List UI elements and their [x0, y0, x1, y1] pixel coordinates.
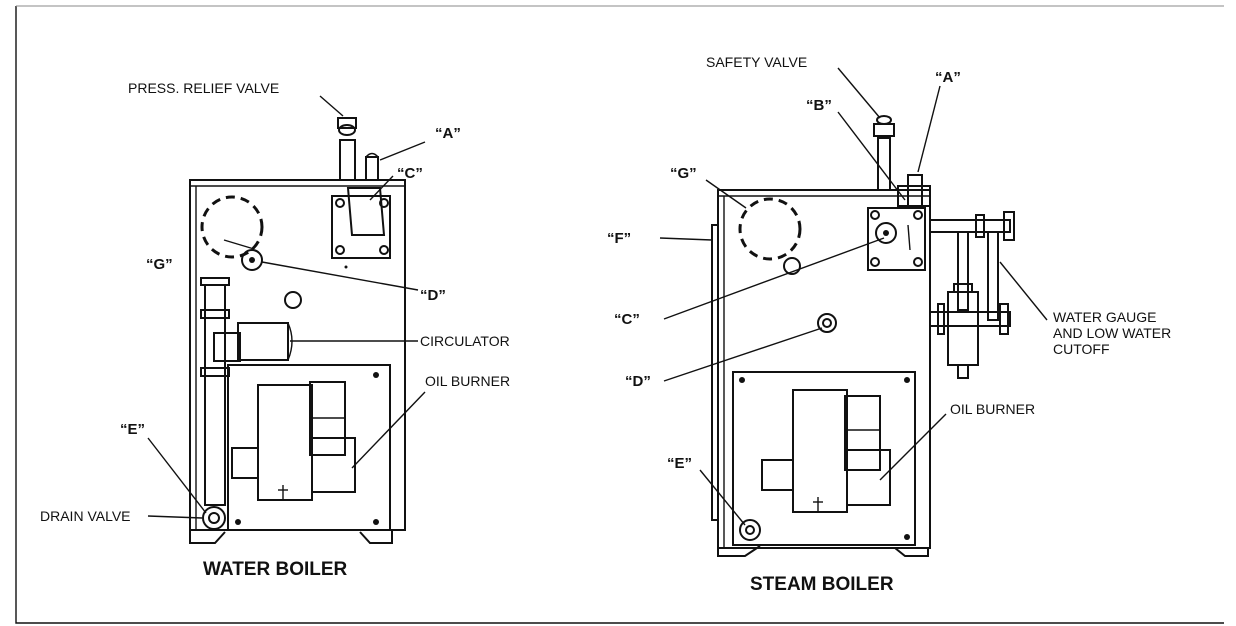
label-water-gauge-2: AND LOW WATER [1053, 325, 1171, 341]
label-wb-oil-burner: OIL BURNER [425, 373, 510, 389]
label-sb-d: “D” [625, 373, 651, 390]
label-sb-oil-burner: OIL BURNER [950, 401, 1035, 417]
steam-boiler-illustration [659, 67, 1048, 557]
label-sb-f: “F” [607, 230, 631, 247]
label-wb-a: “A” [435, 125, 461, 142]
water-boiler-title: WATER BOILER [203, 559, 348, 580]
label-sb-c: “C” [614, 311, 640, 328]
label-wb-c: “C” [397, 165, 423, 182]
label-water-gauge-3: CUTOFF [1053, 341, 1110, 357]
label-sb-e: “E” [667, 455, 692, 472]
label-circulator: CIRCULATOR [420, 333, 510, 349]
label-press-relief-valve: PRESS. RELIEF VALVE [128, 80, 279, 96]
frame-border [15, 6, 1224, 624]
label-safety-valve: SAFETY VALVE [706, 54, 807, 70]
label-wb-e: “E” [120, 421, 145, 438]
label-sb-b: “B” [806, 97, 832, 114]
label-sb-g: “G” [670, 165, 697, 182]
steam-boiler-title: STEAM BOILER [750, 574, 894, 595]
label-wb-d: “D” [420, 287, 446, 304]
water-boiler-illustration [147, 95, 426, 544]
label-drain-valve: DRAIN VALVE [40, 508, 131, 524]
label-water-gauge-1: WATER GAUGE [1053, 309, 1156, 325]
label-sb-a: “A” [935, 69, 961, 86]
label-wb-g: “G” [146, 256, 173, 273]
